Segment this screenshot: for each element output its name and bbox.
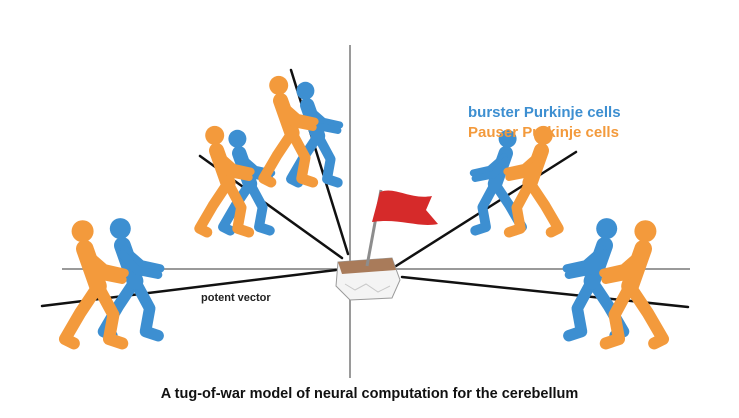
- person-icon: [194, 125, 255, 238]
- team-right: [562, 218, 670, 350]
- person-icon: [503, 125, 564, 238]
- person-icon: [58, 220, 129, 350]
- pauser-person-upper-left-1: [194, 125, 255, 238]
- potent-vector-label: potent vector: [201, 292, 271, 304]
- legend-pauser-label: Pauser Purkinje cells: [468, 124, 619, 141]
- pauser-person-left: [58, 220, 129, 350]
- pauser-person-upper-right: [503, 125, 564, 238]
- team-upper-right: [469, 125, 564, 238]
- flag-icon: [365, 189, 438, 267]
- figure-caption: A tug-of-war model of neural computation…: [160, 386, 579, 402]
- legend-burster-label: burster Purkinje cells: [468, 104, 621, 121]
- person-icon: [599, 220, 670, 350]
- rope-upper-left-2: [289, 68, 350, 256]
- team-upper-left-2: [258, 75, 344, 188]
- person-icon: [258, 75, 319, 188]
- team-upper-left-1: [194, 125, 276, 238]
- pauser-person-right: [599, 220, 670, 350]
- team-left: [58, 218, 165, 350]
- pauser-person-upper-left-2: [258, 75, 319, 188]
